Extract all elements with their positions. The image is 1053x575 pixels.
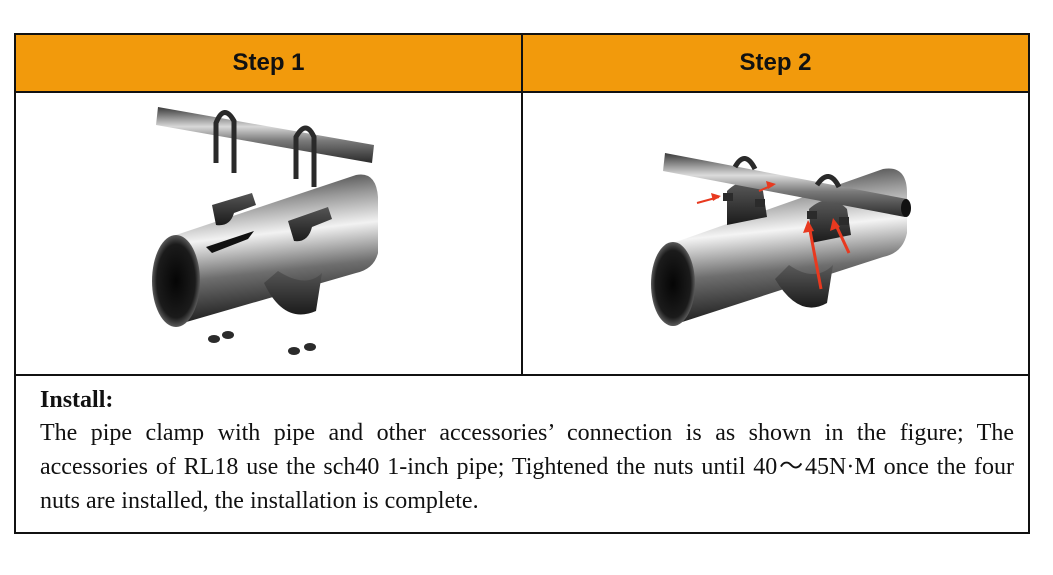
nuts bbox=[208, 331, 316, 355]
instruction-table: Step 1 Step 2 bbox=[14, 33, 1030, 534]
nut bbox=[723, 193, 733, 201]
step-2-figure bbox=[523, 93, 1028, 374]
large-pipe-end bbox=[651, 242, 695, 326]
pipe-clamp-assembled-illustration bbox=[651, 153, 911, 326]
install-section: Install: The pipe clamp with pipe and ot… bbox=[16, 376, 1028, 532]
small-pipe bbox=[663, 153, 907, 217]
u-bolt-left bbox=[213, 110, 237, 173]
step-1-header: Step 1 bbox=[16, 35, 523, 91]
u-bolt-right bbox=[814, 174, 842, 189]
header-row: Step 1 Step 2 bbox=[16, 35, 1028, 93]
pipe-clamp-exploded-illustration bbox=[152, 107, 378, 355]
nut bbox=[839, 217, 849, 225]
clamp-half-right bbox=[288, 207, 332, 242]
large-pipe-end bbox=[152, 235, 200, 327]
u-bolt-right bbox=[293, 125, 317, 187]
install-instructions: The pipe clamp with pipe and other acces… bbox=[40, 420, 1014, 514]
tighten-arrows bbox=[696, 181, 851, 290]
step-2-header: Step 2 bbox=[523, 35, 1028, 91]
clamp-saddle bbox=[264, 271, 322, 315]
step-1-figure bbox=[16, 93, 523, 374]
large-pipe bbox=[673, 168, 907, 325]
nut bbox=[755, 199, 765, 207]
small-pipe bbox=[156, 107, 374, 163]
install-title: Install: bbox=[40, 387, 114, 413]
u-bolt-left bbox=[732, 156, 758, 171]
image-row bbox=[16, 93, 1028, 376]
clamp-left bbox=[727, 182, 767, 225]
nut bbox=[807, 211, 817, 219]
clamp-half-left bbox=[212, 193, 256, 226]
